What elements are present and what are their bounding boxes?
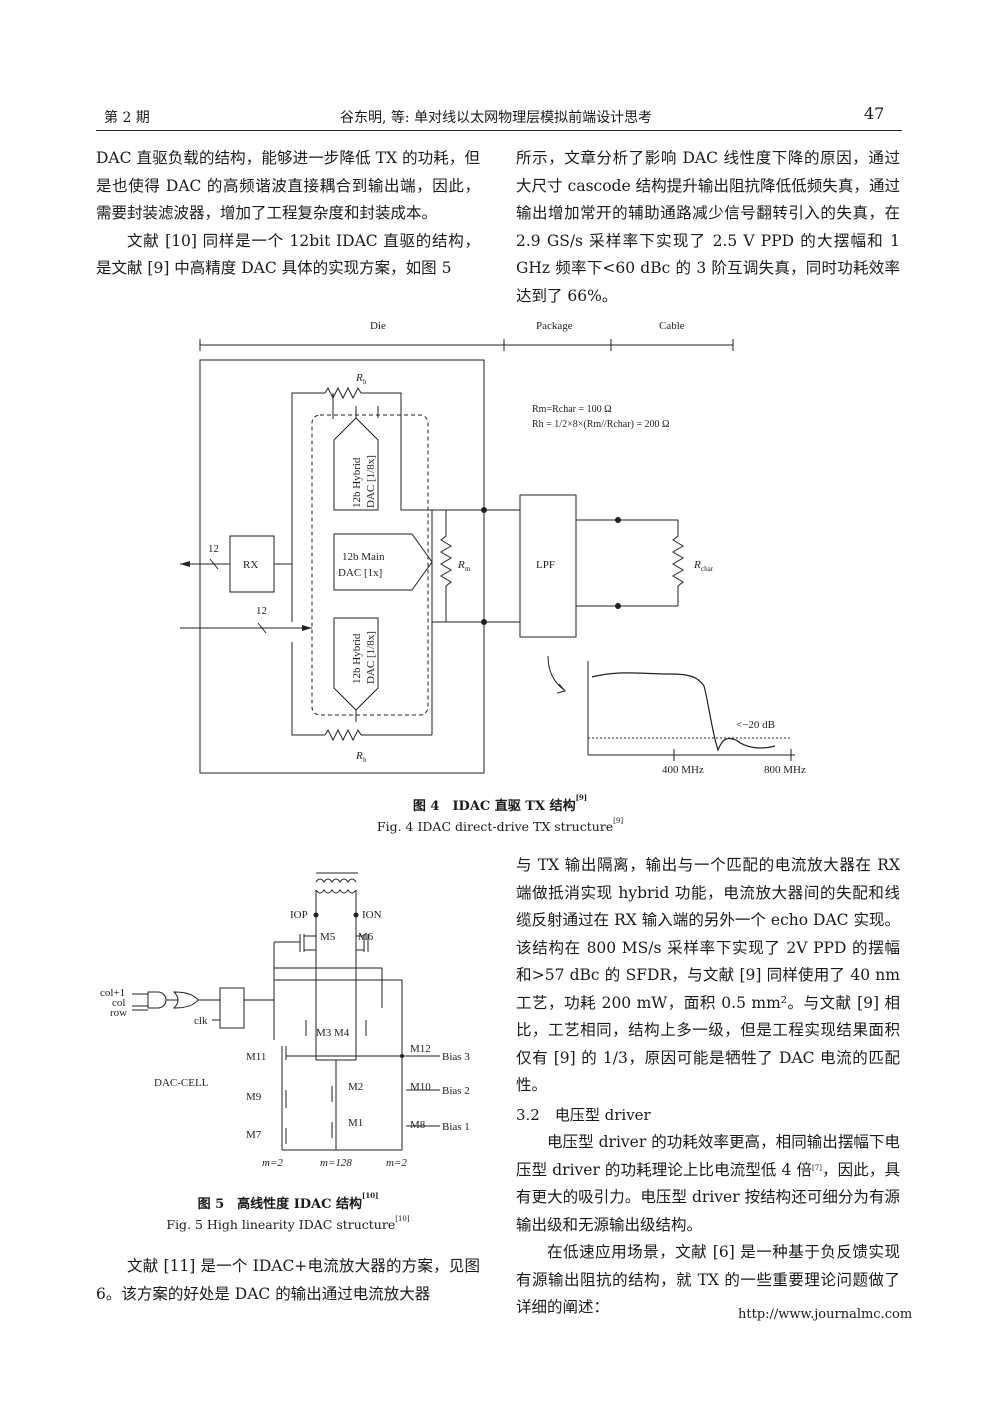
fig4-rm-sub: m	[465, 565, 471, 573]
fig5-m2: M2	[348, 1081, 363, 1093]
figure-4-diagram: Die Package Cable R h Rm=Rchar = 100 Ω R…	[180, 320, 806, 776]
fig4-f1: 400 MHz	[662, 764, 704, 776]
figure-5-diagram: IOP ION M5 M6 M3 M4 col+1 col row clk M1…	[100, 872, 470, 1169]
fig5-bias3: Bias 3	[442, 1051, 470, 1063]
section-heading: 3.2 电压型 driver	[516, 1105, 651, 1124]
right-column-bottom: 与 TX 输出隔离，输出与一个匹配的电流放大器在 RX 端做抵消实现 hybri…	[516, 852, 900, 1322]
fig4-cable-label: Cable	[659, 320, 685, 332]
left-column-top: DAC 直驱负载的结构，能够进一步降低 TX 的功耗，但是也使得 DAC 的高频…	[96, 145, 480, 283]
fig4-rchar-sub: char	[701, 565, 714, 573]
running-title: 谷东明, 等: 单对线以太网物理层模拟前端设计思考	[340, 110, 653, 126]
fig5-m11: M11	[246, 1051, 266, 1063]
paragraph: 文献 [10] 同样是一个 12bit IDAC 直驱的结构，是文献 [9] 中…	[96, 231, 480, 278]
fig5-ion: ION	[362, 909, 382, 921]
fig4-bits-bottom: 12	[256, 605, 267, 617]
fig4-rx: RX	[243, 559, 258, 571]
fig5-iop: IOP	[290, 909, 308, 921]
fig4-hybrid-top-2: DAC [1/8x]	[365, 455, 377, 508]
fig5-col1: col+1	[100, 987, 125, 999]
fig4-hybrid-bot-1: 12b Hybrid	[351, 633, 363, 684]
fig4-rh-top-sub: h	[363, 378, 367, 386]
fig4-eq2: Rh = 1/2×8×(Rm//Rchar) = 200 Ω	[532, 419, 669, 430]
right-column-top: 所示，文章分析了影响 DAC 线性度下降的原因，通过大尺寸 cascode 结构…	[516, 145, 900, 310]
paragraph: 与 TX 输出隔离，输出与一个匹配的电流放大器在 RX 端做抵消实现 hybri…	[516, 856, 900, 1094]
figure-4-caption-cn: 图 4 IDAC 直驱 TX 结构[9]	[412, 793, 588, 814]
fig5-m5: M5	[320, 931, 336, 943]
fig4-rchar: R	[693, 559, 701, 571]
figure-5-caption-en: Fig. 5 High linearity IDAC structure[10]	[166, 1215, 410, 1232]
fig4-rh-bot: R	[355, 750, 363, 762]
fig5-m8: M8	[410, 1119, 426, 1131]
fig5-m34: M3 M4	[316, 1027, 350, 1039]
fig4-eq1: Rm=Rchar = 100 Ω	[532, 404, 612, 415]
fig5-m9: M9	[246, 1091, 262, 1103]
fig4-main-1: 12b Main	[342, 551, 385, 563]
fig5-m6: M6	[358, 931, 374, 943]
fig5-row: row	[110, 1007, 127, 1019]
paragraph: 所示，文章分析了影响 DAC 线性度下降的原因，通过大尺寸 cascode 结构…	[516, 149, 900, 305]
figure-5-caption-cn: 图 5 高线性度 IDAC 结构[10]	[197, 1191, 379, 1212]
fig4-hybrid-bot-2: DAC [1/8x]	[365, 631, 377, 684]
fig5-m128: m=128	[320, 1157, 352, 1169]
page-number: 47	[864, 104, 885, 123]
fig4-package-label: Package	[536, 320, 573, 332]
fig5-m10: M10	[410, 1081, 431, 1093]
paragraph: 在低速应用场景，文献 [6] 是一种基于负反馈实现有源输出阻抗的结构，就 TX …	[516, 1243, 900, 1316]
paragraph: 电压型 driver 的功耗效率更高，相同输出摆幅下电压型 driver 的功耗…	[516, 1133, 900, 1234]
fig4-bits-top: 12	[208, 543, 219, 555]
fig5-m7: M7	[246, 1129, 262, 1141]
fig4-rh-bot-sub: h	[363, 756, 367, 764]
fig5-m2y: m=2	[386, 1157, 407, 1169]
fig5-bias1: Bias 1	[442, 1121, 470, 1133]
fig4-main-2: DAC [1x]	[338, 567, 382, 579]
fig5-col: col	[112, 997, 125, 1009]
fig5-clk: clk	[194, 1015, 208, 1027]
figure-4-caption-en: Fig. 4 IDAC direct-drive TX structure[9]	[376, 817, 624, 834]
fig4-rm: R	[457, 559, 465, 571]
issue-label: 第 2 期	[104, 110, 150, 126]
fig4-lpf: LPF	[536, 559, 555, 571]
fig5-m1: M1	[348, 1117, 363, 1129]
header-rule	[96, 130, 902, 131]
journal-url: http://www.journalmc.com	[738, 1307, 913, 1322]
fig5-bias2: Bias 2	[442, 1085, 470, 1097]
fig4-db: <−20 dB	[736, 719, 775, 731]
fig4-f2: 800 MHz	[764, 764, 806, 776]
fig5-m2x: m=2	[262, 1157, 283, 1169]
fig4-die-label: Die	[370, 320, 386, 332]
fig5-m12: M12	[410, 1043, 431, 1055]
fig5-dac-cell: DAC-CELL	[154, 1077, 209, 1089]
left-column-bottom: 文献 [11] 是一个 IDAC+电流放大器的方案，见图 6。该方案的好处是 D…	[96, 1257, 480, 1303]
fig4-hybrid-top-1: 12b Hybrid	[351, 457, 363, 508]
paragraph: DAC 直驱负载的结构，能够进一步降低 TX 的功耗，但是也使得 DAC 的高频…	[96, 149, 480, 222]
fig4-rh-top: R	[355, 372, 363, 384]
